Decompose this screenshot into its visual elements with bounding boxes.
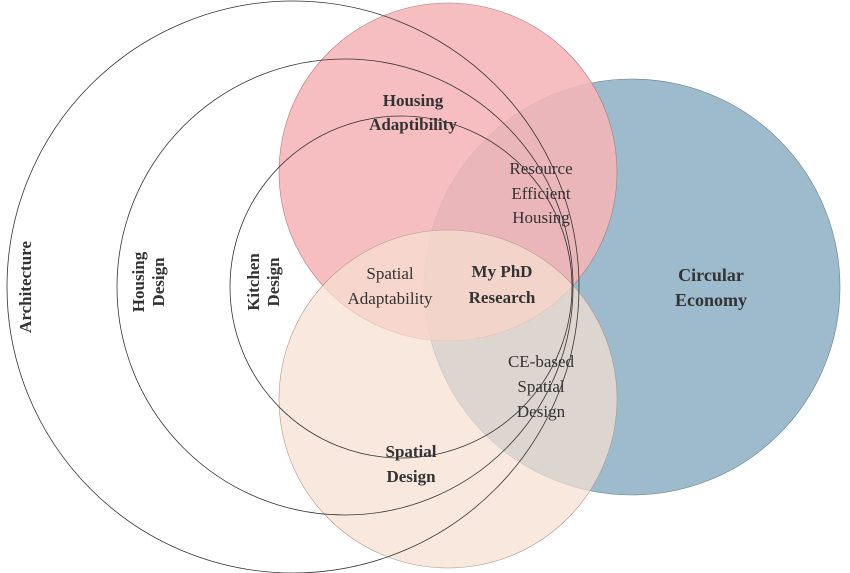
ce-based-line2: Spatial [517, 377, 564, 396]
housing-adaptability-label-line1: Housing [383, 91, 444, 110]
phd-research-label: My PhD Research [469, 262, 536, 307]
phd-research-line2: Research [469, 288, 536, 307]
circular-economy-label-line1: Circular [678, 265, 744, 285]
circular-economy-label: Circular Economy [675, 265, 747, 310]
resource-efficient-line1: Resource [509, 159, 572, 178]
spatial-design-label-line1: Spatial [385, 442, 436, 461]
ce-based-line3: Design [517, 402, 566, 421]
housing-design-circle [116, 58, 574, 516]
resource-efficient-line2: Efficient [511, 184, 570, 203]
kitchen-design-circle [229, 115, 573, 459]
phd-research-line1: My PhD [472, 262, 533, 281]
spatial-adaptability-line1: Spatial [366, 264, 413, 283]
architecture-label: Architecture [16, 241, 35, 333]
ce-based-spatial-design-label: CE-based Spatial Design [508, 352, 575, 421]
resource-efficient-line3: Housing [512, 208, 570, 227]
circular-economy-label-line2: Economy [675, 290, 747, 310]
housing-design-label: Housing Design [129, 251, 168, 312]
housing-adaptability-label-line2: Adaptibility [369, 115, 457, 134]
kitchen-design-label: Kitchen Design [244, 253, 283, 311]
ce-based-line1: CE-based [508, 352, 575, 371]
resource-efficient-housing-label: Resource Efficient Housing [509, 159, 572, 227]
spatial-design-label: Spatial Design [385, 442, 436, 486]
kitchen-design-label-line2: Design [264, 257, 283, 307]
housing-design-label-line1: Housing [129, 251, 148, 312]
architecture-circle [6, 0, 580, 573]
housing-adaptability-label: Housing Adaptibility [369, 91, 457, 134]
spatial-design-label-line2: Design [386, 467, 436, 486]
spatial-adaptability-line2: Adaptability [348, 289, 433, 308]
spatial-adaptability-label: Spatial Adaptability [348, 264, 433, 308]
housing-design-label-line2: Design [149, 257, 168, 307]
spatial-design-circle [278, 229, 618, 569]
kitchen-design-label-line1: Kitchen [244, 253, 263, 311]
